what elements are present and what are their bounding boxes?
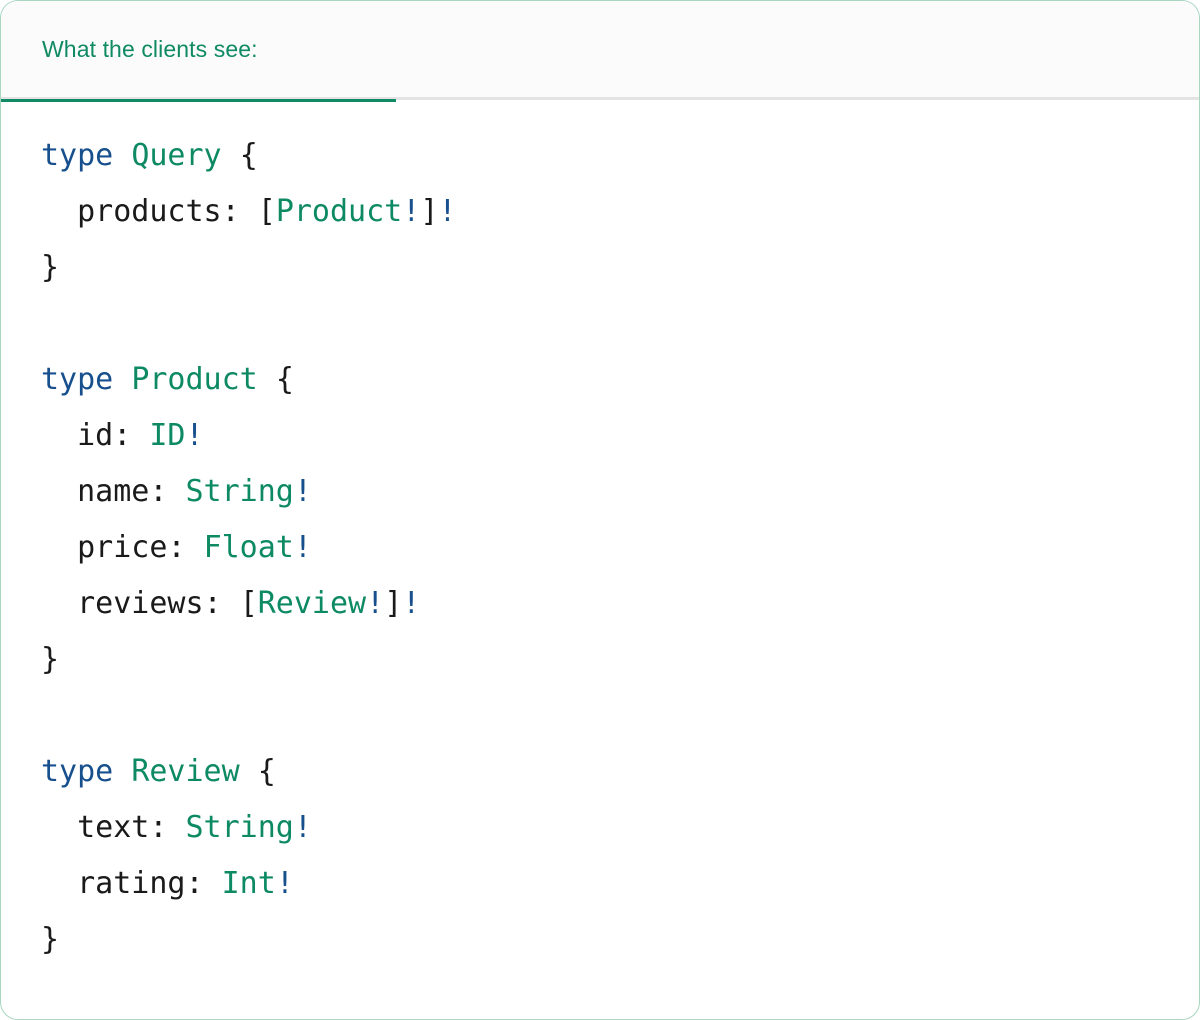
code-line: name: String! xyxy=(41,464,1199,520)
code-token xyxy=(240,754,258,789)
code-token: ] xyxy=(420,194,439,229)
tab-label: What the clients see: xyxy=(42,35,258,62)
code-token: name xyxy=(77,474,150,509)
code-token: ! xyxy=(402,586,421,621)
code-token: ! xyxy=(293,810,312,845)
code-token: Review xyxy=(131,754,240,789)
code-token: id xyxy=(77,418,114,453)
code-token: Review xyxy=(257,586,367,621)
tab-bar: What the clients see: xyxy=(1,1,1199,102)
code-token xyxy=(41,474,77,509)
code-token: String xyxy=(185,810,294,845)
code-line: type Query { xyxy=(41,128,1199,184)
code-token: : xyxy=(203,586,240,621)
code-line xyxy=(41,688,1199,744)
code-token: reviews xyxy=(77,586,204,621)
code-token: ! xyxy=(293,474,312,509)
code-token: { xyxy=(239,138,258,173)
code-token: [ xyxy=(257,194,276,229)
code-line: type Review { xyxy=(41,744,1199,800)
code-token: { xyxy=(257,754,276,789)
code-token xyxy=(41,418,77,453)
code-line: text: String! xyxy=(41,800,1199,856)
code-token: : xyxy=(149,474,186,509)
code-token: type xyxy=(41,362,114,397)
code-token: type xyxy=(41,754,114,789)
code-token: rating xyxy=(77,866,186,901)
code-token: ! xyxy=(366,586,385,621)
code-token xyxy=(41,586,77,621)
code-token xyxy=(41,810,77,845)
code-token: Int xyxy=(221,866,276,901)
code-token xyxy=(113,362,131,397)
code-token: ID xyxy=(149,418,186,453)
code-line: products: [Product!]! xyxy=(41,184,1199,240)
code-line: rating: Int! xyxy=(41,856,1199,912)
code-token: } xyxy=(41,922,60,957)
code-token: } xyxy=(41,250,60,285)
code-token xyxy=(222,138,240,173)
code-token: Product xyxy=(131,362,258,397)
code-token: text xyxy=(77,810,150,845)
code-token: [ xyxy=(239,586,258,621)
graphql-schema-code: type Query { products: [Product!]!} type… xyxy=(1,128,1199,968)
code-token: String xyxy=(185,474,294,509)
code-token: price xyxy=(77,530,168,565)
code-token xyxy=(41,530,77,565)
code-token: } xyxy=(41,642,60,677)
code-token: ! xyxy=(275,866,294,901)
code-token: Float xyxy=(203,530,294,565)
code-token: type xyxy=(41,138,114,173)
code-token: : xyxy=(149,810,186,845)
code-token xyxy=(258,362,276,397)
code-token: : xyxy=(167,530,204,565)
code-line: type Product { xyxy=(41,352,1199,408)
code-line: id: ID! xyxy=(41,408,1199,464)
code-area: type Query { products: [Product!]!} type… xyxy=(1,100,1199,968)
code-token: Product xyxy=(275,194,403,229)
code-token xyxy=(41,194,77,229)
code-token: ! xyxy=(438,194,457,229)
code-line: } xyxy=(41,632,1199,688)
code-line: reviews: [Review!]! xyxy=(41,576,1199,632)
code-token xyxy=(41,866,77,901)
code-token: : xyxy=(185,866,222,901)
tab-what-the-clients-see[interactable]: What the clients see: xyxy=(1,1,396,102)
code-token: : xyxy=(113,418,150,453)
code-token: ! xyxy=(185,418,204,453)
code-line: } xyxy=(41,912,1199,968)
code-token: : xyxy=(221,194,258,229)
code-token: ! xyxy=(293,530,312,565)
code-token: ] xyxy=(384,586,403,621)
code-line: } xyxy=(41,240,1199,296)
code-token xyxy=(113,138,131,173)
code-token xyxy=(113,754,131,789)
code-line xyxy=(41,296,1199,352)
code-line: price: Float! xyxy=(41,520,1199,576)
code-token: ! xyxy=(402,194,421,229)
code-token: products xyxy=(77,194,222,229)
code-token: Query xyxy=(131,138,222,173)
code-token: { xyxy=(275,362,294,397)
